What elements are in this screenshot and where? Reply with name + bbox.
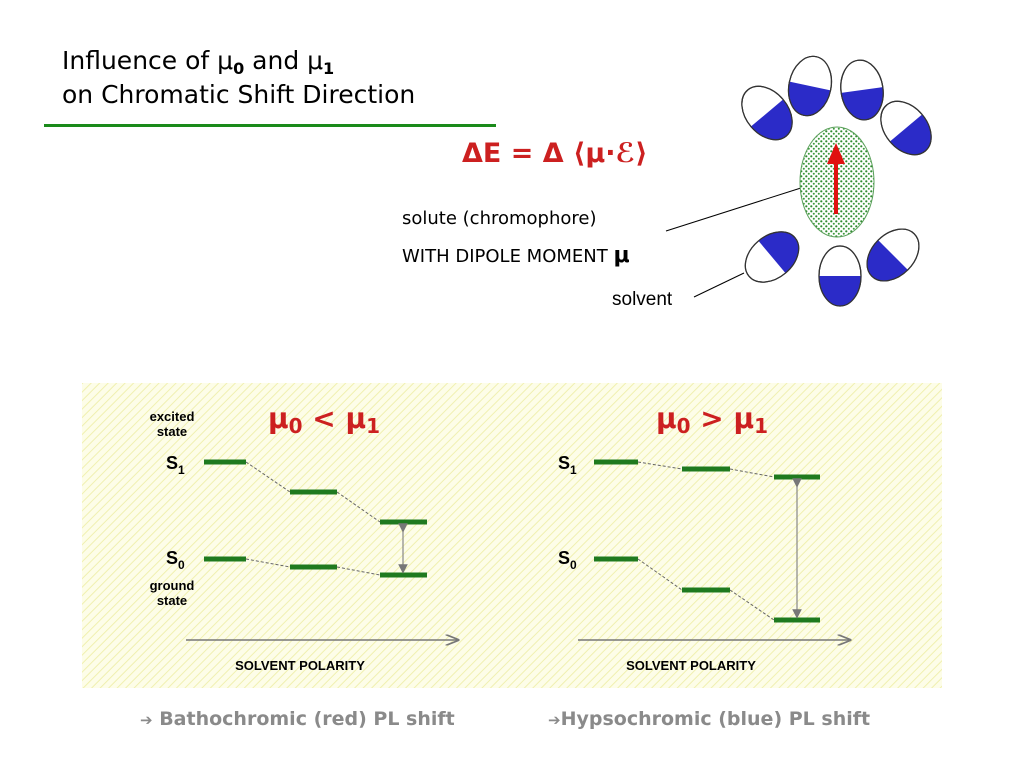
right-condition: μ0 > μ1 (656, 402, 768, 438)
solvent-molecule (856, 228, 920, 292)
left-condition: μ0 < μ1 (268, 402, 380, 438)
right-s0-label: S0 (558, 548, 577, 572)
left-s0-label: S0 (166, 548, 185, 572)
dipole-arrowhead (827, 143, 845, 164)
solute-label: solute (chromophore) (402, 208, 597, 229)
left-s1-connector-2 (336, 491, 381, 523)
solvent-molecule (744, 221, 809, 283)
solvent-molecule (880, 100, 942, 165)
right-s1-label: S1 (558, 453, 577, 477)
solvent-label: solvent (612, 289, 673, 310)
ground-state-label-1: ground (150, 578, 195, 593)
solvent-molecule (840, 59, 887, 123)
energy-equation: ΔE = Δ ⟨μ·ℰ⟩ (462, 138, 648, 169)
title-line-2: on Chromatic Shift Direction (62, 80, 416, 109)
solvent-leader-line (693, 272, 745, 298)
right-axis-label: SOLVENT POLARITY (626, 658, 756, 673)
bathochromic-note: ➔ Bathochromic (red) PL shift (140, 708, 455, 730)
right-s1-connector-2 (729, 468, 775, 478)
energy-level-diagrams: μ0 < μ1 excited state S1 S0 ground state… (82, 383, 942, 688)
left-diagram: μ0 < μ1 excited state S1 S0 ground state… (150, 402, 458, 673)
title-line-1: Influence of μ0 and μ1 (62, 46, 335, 78)
right-s0-connector-2 (729, 589, 775, 621)
dipole-label: WITH DIPOLE MOMENT μ (402, 243, 630, 268)
right-s0-connector-1 (637, 558, 683, 591)
excited-state-label-2: state (157, 424, 187, 439)
right-diagram: μ0 > μ1 S1 S0 SOLVENT POLARITY (558, 402, 850, 673)
left-s1-connector-1 (245, 461, 291, 493)
panel-background (82, 383, 942, 688)
right-s1-connector-1 (637, 461, 683, 470)
excited-state-label-1: excited (150, 409, 195, 424)
title-underline (44, 124, 496, 127)
arrow-right-icon: ➔ (140, 711, 153, 729)
left-s1-label: S1 (166, 453, 185, 477)
ground-state-label-2: state (157, 593, 187, 608)
left-s0-connector-2 (336, 566, 381, 576)
arrow-right-icon: ➔ (548, 711, 561, 729)
slide-title: Influence of μ0 and μ1 on Chromatic Shif… (62, 44, 415, 112)
hypsochromic-note: ➔Hypsochromic (blue) PL shift (548, 708, 871, 730)
solute-leader-line (665, 186, 805, 232)
left-axis-label: SOLVENT POLARITY (235, 658, 365, 673)
solvent-molecule (818, 245, 862, 307)
solvent-molecule (783, 55, 833, 120)
solvent-molecule (741, 85, 803, 150)
left-s0-connector-1 (245, 558, 291, 568)
solvation-illustration (665, 55, 942, 307)
